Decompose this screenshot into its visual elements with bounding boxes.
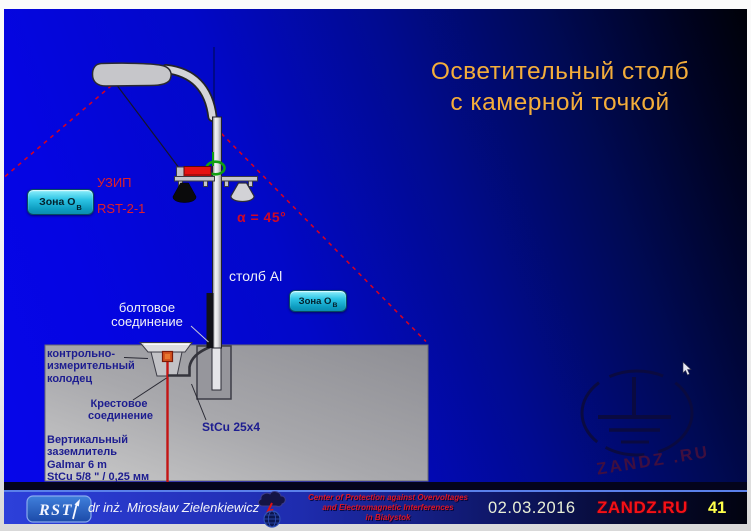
label-pointer-lines [123, 357, 207, 421]
rod-label-line2: заземлитель [47, 446, 118, 459]
pole-underground [211, 345, 222, 391]
well-label-line1: контрольно- [47, 348, 116, 360]
strip-spec-label: StCu 25x4 [202, 420, 261, 434]
footer-date: 02.03.2016 [488, 499, 576, 517]
spd-end-cap [176, 166, 185, 177]
cross-connection-label: Крестовое соединение [88, 398, 153, 423]
zone-badge-subscript: В [76, 203, 82, 212]
soil-block [44, 344, 429, 482]
zone-0b-badge-lower: Зона О В [289, 290, 347, 312]
zone-badge-text: Зона О [39, 196, 76, 208]
pole-shaft [212, 116, 222, 349]
bolt-label-line2: соединение [111, 313, 183, 329]
well-label-line2: измерительный [47, 360, 135, 373]
zandz-watermark: ZANDZ .RU [580, 369, 711, 479]
bolt-label-line1: болтовое [118, 300, 176, 315]
ground-symbol-icon [598, 377, 671, 444]
luminaire-wire [117, 85, 180, 169]
footer-author: dr inż. Mirosław Zielenkiewicz [88, 500, 260, 515]
bolted-conductor-strip [206, 293, 214, 348]
zone-badge-subscript: В [332, 302, 338, 309]
camera-housing-left [172, 182, 197, 203]
cloud-lightning-globe-icon [258, 491, 286, 528]
uzip-model-label: RST-2-1 [97, 201, 146, 216]
footer-bar: RST dr inż. Mirosław Zielenkiewicz Cente… [4, 490, 747, 528]
footer-center-line3: in Bialystok [365, 512, 411, 522]
slide-title-line1: Осветительный столб [430, 58, 690, 85]
cross-label-line1: Крестовое [90, 398, 148, 410]
rod-label-line4: StCu 5/8 " / 0,25 мм [47, 470, 150, 483]
footer-top-strip [4, 482, 747, 490]
pole-arm [162, 65, 216, 121]
well-label-line3: колодец [47, 372, 93, 385]
rod-label-line1: Вертикальный [47, 434, 128, 446]
rod-label-line3: Galmar 6 m [47, 458, 107, 471]
slide-title-line2: с камерной точкой [450, 89, 670, 116]
protection-zone-dashed-lines [3, 84, 427, 343]
rst-logo-text: RST [38, 502, 73, 519]
footer-center-text: Center of Protection against Overvoltage… [290, 493, 486, 522]
rst-lightning-logo: RST [26, 495, 92, 523]
ground-rod-label: Вертикальный заземлитель Galmar 6 m StCu… [47, 434, 149, 483]
alpha-angle-label: α = 45° [237, 209, 287, 225]
footer-site-link: ZANDZ.RU [597, 498, 688, 517]
pole-assembly [91, 62, 258, 349]
footer-center-line1: Center of Protection against Overvoltage… [307, 493, 469, 502]
inspection-well-label: контрольно- измерительный колодец [47, 348, 135, 385]
mouse-cursor-icon [682, 361, 692, 376]
bolt-label-pointer [190, 325, 209, 343]
slide-title: Осветительный столб с камерной точкой [420, 56, 700, 118]
footer-center-line2: and Electromagnetic Interferences [322, 502, 454, 512]
watermark-text: ZANDZ .RU [595, 442, 711, 479]
bolt-connection-label: болтовое соединение [104, 301, 190, 328]
pole-material-label: столб Al [229, 268, 283, 284]
footer-page-number: 41 [708, 499, 727, 517]
zone-0b-badge-upper: Зона О В [27, 189, 94, 215]
rod-clamp-core [165, 354, 170, 359]
uzip-label: УЗИП [97, 175, 132, 190]
cross-label-line2: соединение [88, 410, 153, 423]
zone-badge-text: Зона О [298, 295, 332, 307]
ground-section [44, 342, 429, 486]
camera-housing-right [230, 182, 255, 203]
luminaire-head [91, 62, 172, 87]
down-conductor-underground [168, 345, 211, 377]
